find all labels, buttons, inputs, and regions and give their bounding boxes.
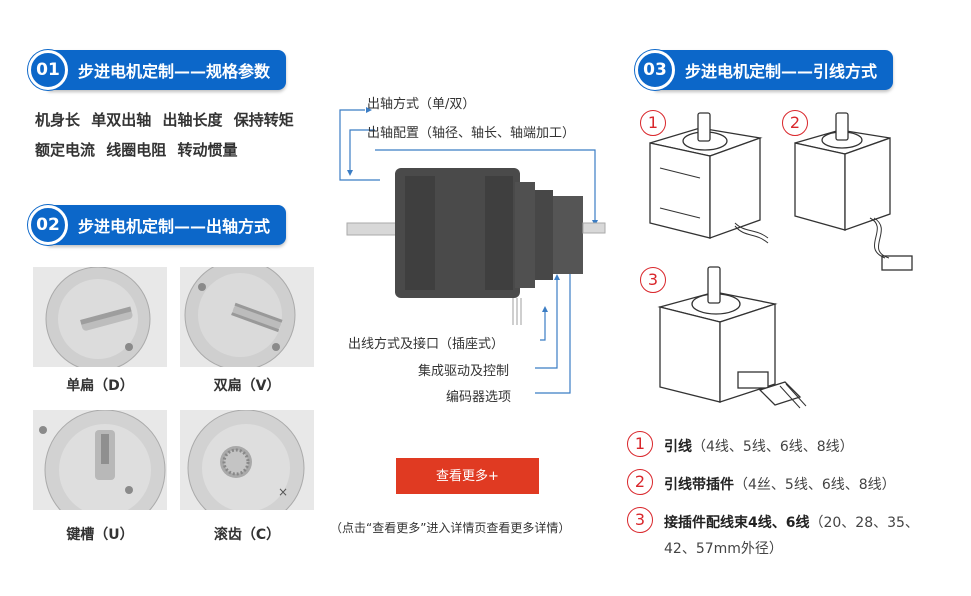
shaft-label: 单扁（D） (66, 378, 134, 394)
section-number: 02 (28, 205, 68, 245)
callout-shaft-config: 出轴配置（轴径、轴长、轴端加工） (367, 126, 576, 141)
motor-diagram (335, 90, 620, 410)
spec-item: 单双出轴 (91, 111, 152, 129)
view-more-button[interactable]: 查看更多+ (396, 458, 539, 494)
wiring-option-3-cont: 42、57mm外径） (664, 538, 783, 558)
spec-item: 出轴长度 (162, 111, 223, 129)
wiring-option-1: 引线（4线、5线、6线、8线） (664, 436, 854, 456)
motor-drawing-connector (790, 108, 920, 273)
section-number: 01 (28, 50, 68, 90)
section-title: 步进电机定制——出轴方式 (78, 217, 271, 236)
wiring-number-1: 1 (627, 431, 653, 457)
wiring-name: 接插件配线束4线、6线 (664, 515, 810, 531)
spec-line-1: 机身长 单双出轴 出轴长度 保持转矩 (35, 105, 300, 135)
svg-text:×: × (278, 485, 288, 499)
wiring-desc: （4丝、5线、6线、8线） (734, 477, 896, 493)
spec-item: 保持转矩 (233, 111, 294, 129)
shaft-image-gear: × (180, 410, 314, 510)
wiring-name: 引线 (664, 439, 692, 455)
wiring-option-2: 引线带插件（4丝、5线、6线、8线） (664, 474, 896, 494)
shaft-image-d-flat (33, 267, 167, 367)
motor-number-2: 2 (782, 110, 808, 136)
callout-wire-interface: 出线方式及接口（插座式） (348, 337, 505, 352)
shaft-label: 键槽（U） (66, 527, 134, 543)
view-more-note: （点击“查看更多”进入详情页查看更多详情） (330, 521, 571, 535)
section-title: 步进电机定制——引线方式 (685, 62, 878, 81)
spec-item: 机身长 (35, 111, 81, 129)
wiring-number-3: 3 (627, 507, 653, 533)
wiring-desc: （4线、5线、6线、8线） (692, 439, 854, 455)
spec-list: 机身长 单双出轴 出轴长度 保持转矩 额定电流 线圈电阻 转动惯量 (35, 105, 300, 165)
motor-number-3: 3 (640, 267, 666, 293)
spec-item: 线圈电阻 (106, 141, 167, 159)
motor-drawing-lead-wire (640, 108, 775, 258)
spec-line-2: 额定电流 线圈电阻 转动惯量 (35, 135, 300, 165)
section-badge-shaft: 02 步进电机定制——出轴方式 (28, 205, 287, 245)
motor-drawing-harness (650, 262, 810, 422)
wiring-number-2: 2 (627, 469, 653, 495)
shaft-label: 滚齿（C） (213, 527, 281, 543)
wiring-name: 引线带插件 (664, 477, 734, 493)
spec-item: 额定电流 (35, 141, 96, 159)
callout-integrated-drive: 集成驱动及控制 (418, 364, 510, 379)
section-number: 03 (635, 50, 675, 90)
shaft-label: 双扁（V） (213, 378, 281, 394)
section-title: 步进电机定制——规格参数 (78, 62, 271, 81)
motor-number-1: 1 (640, 110, 666, 136)
spec-item: 转动惯量 (177, 141, 238, 159)
shaft-image-double-flat (180, 267, 314, 367)
wiring-desc: （20、28、35、 (809, 515, 919, 531)
callout-shaft-type: 出轴方式（单/双） (367, 97, 476, 112)
section-badge-specs: 01 步进电机定制——规格参数 (28, 50, 287, 90)
callout-encoder: 编码器选项 (446, 390, 512, 405)
wiring-desc-cont: 42、57mm外径） (664, 541, 783, 557)
wiring-option-3: 接插件配线束4线、6线（20、28、35、 (664, 512, 919, 532)
shaft-image-keyway (33, 410, 167, 510)
section-badge-wiring: 03 步进电机定制——引线方式 (635, 50, 894, 90)
